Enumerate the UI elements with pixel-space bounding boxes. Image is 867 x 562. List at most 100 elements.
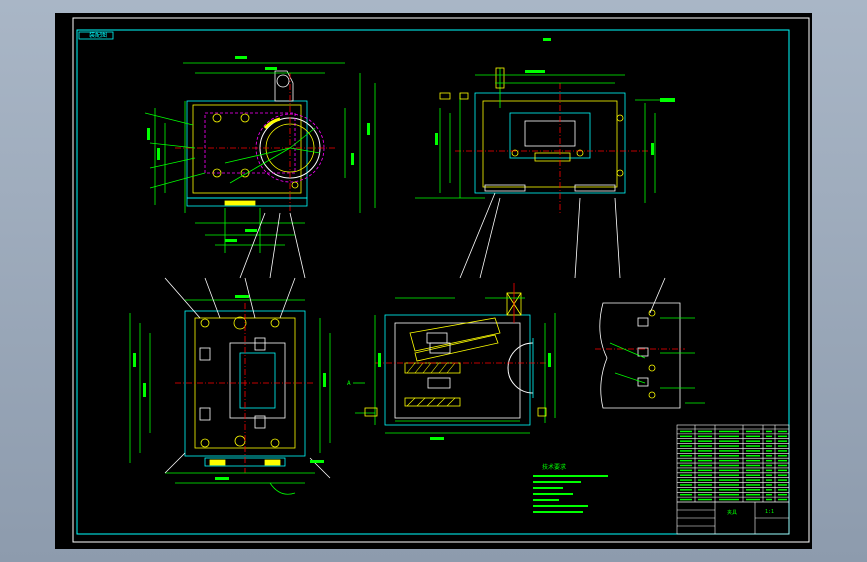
stamp-label: 装配图 (89, 31, 107, 39)
parts-cell-text (698, 464, 712, 467)
parts-cell-text (766, 430, 772, 433)
parts-cell-text (766, 459, 772, 462)
parts-cell-text (746, 435, 760, 438)
parts-cell-text (680, 479, 692, 481)
parts-cell-text (766, 474, 772, 476)
parts-cell-text (680, 469, 692, 472)
parts-cell-text (698, 440, 712, 442)
parts-cell-text (766, 445, 772, 447)
parts-cell-text (680, 435, 692, 438)
drawing-name: 夹具 (727, 509, 737, 516)
parts-cell-text (698, 489, 712, 491)
parts-cell-text (746, 474, 760, 476)
parts-cell-text (778, 459, 787, 462)
parts-cell-text (766, 450, 772, 452)
section-view (355, 283, 556, 440)
parts-cell-text (680, 464, 692, 467)
drawing-sheet: 装配图 (55, 13, 812, 549)
parts-cell-text (766, 484, 772, 486)
parts-cell-text (778, 455, 787, 457)
parts-cell-text (766, 469, 772, 472)
parts-cell-text (778, 464, 787, 467)
parts-cell-text (746, 493, 760, 496)
parts-cell-text (766, 489, 772, 491)
parts-cell-text (719, 493, 739, 496)
parts-cell-text (680, 445, 692, 447)
front-view (144, 56, 376, 279)
parts-cell-text (778, 493, 787, 496)
parts-cell-text (719, 430, 739, 433)
parts-cell-text (778, 479, 787, 481)
parts-cell-text (778, 435, 787, 438)
parts-cell-text (680, 489, 692, 491)
parts-cell-text (719, 489, 739, 491)
parts-cell-text (680, 440, 692, 442)
parts-cell-text (698, 474, 712, 476)
parts-cell-text (698, 455, 712, 457)
parts-cell-text (766, 464, 772, 467)
parts-cell-text (680, 450, 692, 452)
parts-cell-text (746, 450, 760, 452)
parts-cell-text (698, 430, 712, 433)
parts-cell-text (698, 493, 712, 496)
parts-cell-text (778, 450, 787, 452)
parts-cell-text (746, 459, 760, 462)
parts-cell-text (778, 440, 787, 442)
parts-cell-text (698, 469, 712, 472)
cad-drawing-canvas: 装配图 (72, 17, 810, 543)
technical-notes: 技术要求 (533, 463, 608, 513)
parts-cell-text (746, 445, 760, 447)
parts-cell-text (719, 464, 739, 467)
parts-cell-text (766, 479, 772, 481)
parts-cell-text (680, 484, 692, 486)
parts-cell-text (778, 469, 787, 472)
parts-cell-text (746, 498, 760, 501)
parts-cell-text (766, 455, 772, 457)
parts-cell-text (719, 474, 739, 476)
parts-cell-text (698, 445, 712, 447)
parts-cell-text (680, 474, 692, 476)
parts-cell-text (746, 430, 760, 433)
parts-cell-text (719, 445, 739, 447)
parts-cell-text (698, 498, 712, 501)
drawing-frame (72, 17, 810, 543)
parts-cell-text (719, 455, 739, 457)
parts-cell-text (680, 493, 692, 496)
parts-cell-text (680, 498, 692, 501)
parts-cell-text (746, 464, 760, 467)
parts-cell-text (778, 484, 787, 486)
parts-cell-text (778, 498, 787, 501)
parts-cell-text (778, 430, 787, 433)
plan-view (129, 277, 331, 495)
parts-cell-text (698, 484, 712, 486)
parts-cell-text (719, 435, 739, 438)
parts-cell-text (719, 440, 739, 442)
parts-cell-text (719, 479, 739, 481)
parts-cell-text (698, 479, 712, 481)
parts-cell-text (698, 435, 712, 438)
parts-list (676, 424, 790, 535)
parts-cell-text (719, 459, 739, 462)
section-arrow-label: A (347, 380, 351, 387)
parts-cell-text (746, 455, 760, 457)
parts-cell-text (680, 430, 692, 433)
parts-cell-text (746, 489, 760, 491)
side-view (415, 38, 675, 279)
parts-cell-text (746, 484, 760, 486)
parts-cell-text (746, 479, 760, 481)
parts-cell-text (680, 455, 692, 457)
parts-cell-text (746, 440, 760, 442)
parts-cell-text (766, 498, 772, 501)
parts-cell-text (719, 498, 739, 501)
parts-cell-text (680, 459, 692, 462)
parts-cell-text (766, 493, 772, 496)
parts-cell-text (698, 459, 712, 462)
scale-text: 1:1 (765, 509, 774, 515)
parts-cell-text (719, 450, 739, 452)
parts-cell-text (778, 489, 787, 491)
parts-cell-text (719, 484, 739, 486)
parts-cell-text (778, 474, 787, 476)
parts-cell-text (766, 435, 772, 438)
parts-cell-text (746, 469, 760, 472)
parts-cell-text (778, 445, 787, 447)
